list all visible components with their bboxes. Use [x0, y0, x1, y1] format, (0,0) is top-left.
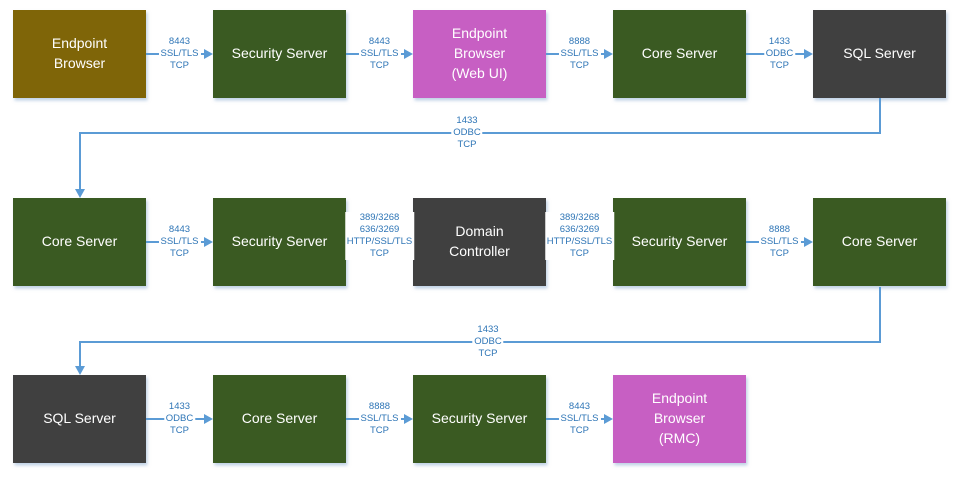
arrowhead-icon	[74, 189, 85, 198]
node-sql-server-2: SQL Server	[13, 375, 146, 463]
node-endpoint-browser: Endpoint Browser	[13, 10, 146, 98]
edge-label: 8443 SSL/TLS TCP	[558, 401, 601, 437]
edge-label: 8888 SSL/TLS TCP	[558, 36, 601, 72]
arrowhead-icon	[804, 237, 813, 247]
connector-line	[79, 342, 81, 366]
edge-label: 389/3268 636/3269 HTTP/SSL/TLS TCP	[544, 212, 615, 260]
node-core-server-4: Core Server	[213, 375, 346, 463]
arrowhead-icon	[404, 414, 413, 424]
arrowhead-icon	[204, 237, 213, 247]
connector-line	[879, 287, 881, 342]
node-security-server-3: Security Server	[613, 198, 746, 286]
edge-label: 1433 ODBC TCP	[163, 401, 196, 437]
arrowhead-icon	[204, 49, 213, 59]
arrowhead-icon	[604, 414, 613, 424]
arrowhead-icon	[404, 49, 413, 59]
connector-line	[79, 133, 81, 189]
connector-label: 1433 ODBC TCP	[451, 115, 483, 151]
node-security-server-4: Security Server	[413, 375, 546, 463]
node-sql-server-1: SQL Server	[813, 10, 946, 98]
node-core-server-2: Core Server	[13, 198, 146, 286]
arrowhead-icon	[604, 49, 613, 59]
edge-label: 8443 SSL/TLS TCP	[358, 36, 401, 72]
arrowhead-icon	[204, 414, 213, 424]
node-domain-controller: Domain Controller	[413, 198, 546, 286]
edge-label: 8443 SSL/TLS TCP	[158, 36, 201, 72]
arrowhead-icon	[74, 366, 85, 375]
node-security-server-1: Security Server	[213, 10, 346, 98]
edge-label: 1433 ODBC TCP	[763, 36, 796, 72]
connector-line	[879, 98, 881, 133]
edge-label: 8443 SSL/TLS TCP	[158, 224, 201, 260]
edge-label: 389/3268 636/3269 HTTP/SSL/TLS TCP	[344, 212, 415, 260]
edge-label: 8888 SSL/TLS TCP	[358, 401, 401, 437]
edge-label: 8888 SSL/TLS TCP	[758, 224, 801, 260]
arrowhead-icon	[804, 49, 813, 59]
connector-label: 1433 ODBC TCP	[472, 324, 504, 360]
node-core-server-3: Core Server	[813, 198, 946, 286]
node-endpoint-browser-web-ui: Endpoint Browser (Web UI)	[413, 10, 546, 98]
node-security-server-2: Security Server	[213, 198, 346, 286]
node-core-server-1: Core Server	[613, 10, 746, 98]
node-endpoint-browser-rmc: Endpoint Browser (RMC)	[613, 375, 746, 463]
